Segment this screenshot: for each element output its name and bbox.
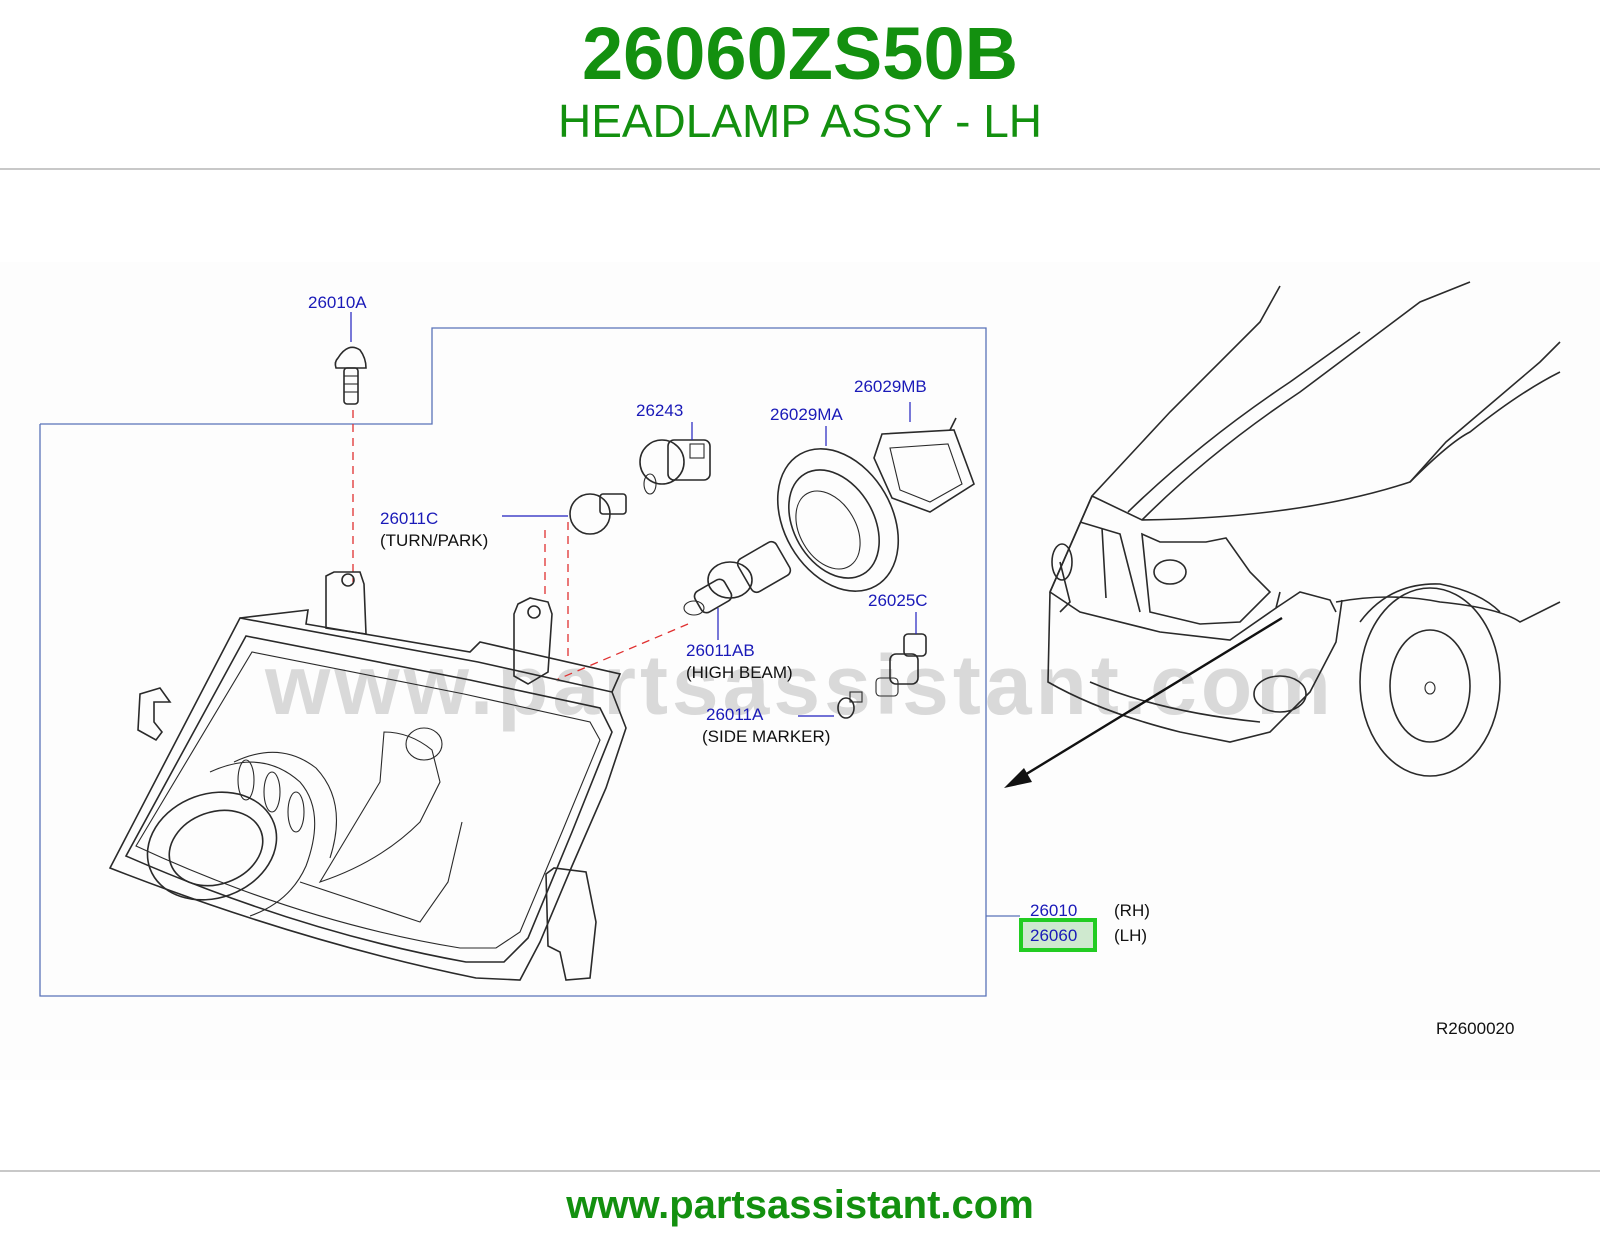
part-number-title: 26060ZS50B	[581, 12, 1019, 95]
headlamp-housing[interactable]	[108, 571, 627, 981]
high-beam-bulb-part[interactable]	[683, 540, 793, 616]
callout-26010a[interactable]: 26010A	[308, 293, 367, 312]
callout-26011a[interactable]: 26011A	[706, 705, 764, 724]
note-lh: (LH)	[1114, 926, 1147, 945]
cap-mb-part[interactable]	[873, 417, 975, 513]
part-description: HEADLAMP ASSY - LH	[557, 95, 1043, 147]
callout-26011ab[interactable]: 26011AB	[686, 641, 755, 660]
socket-part[interactable]	[639, 439, 711, 495]
parts-diagram: www.partsassistant.com	[0, 262, 1600, 1080]
side-socket-part[interactable]	[875, 633, 927, 697]
highlight-box	[1019, 918, 1097, 952]
note-turn-park: (TURN/PARK)	[380, 531, 488, 550]
note-high-beam: (HIGH BEAM)	[686, 663, 793, 682]
reference-code: R2600020	[1436, 1019, 1514, 1038]
callout-26060-lh[interactable]: 26060	[1030, 926, 1077, 945]
callout-26243[interactable]: 26243	[636, 401, 683, 420]
turn-bulb-part[interactable]	[569, 493, 627, 535]
note-rh: (RH)	[1114, 901, 1150, 920]
footer-divider	[0, 1170, 1600, 1172]
header: 26060ZS50B HEADLAMP ASSY - LH	[0, 0, 1600, 168]
cap-ma-part[interactable]	[753, 427, 923, 613]
callout-26029mb[interactable]: 26029MB	[854, 377, 927, 396]
callout-26025c[interactable]: 26025C	[868, 591, 928, 610]
callout-26010-rh[interactable]: 26010	[1030, 901, 1077, 920]
arrow-head	[1004, 768, 1032, 788]
high-beam-dash-line	[555, 623, 689, 681]
callout-26029ma[interactable]: 26029MA	[770, 405, 843, 424]
side-bulb-part[interactable]	[837, 691, 863, 719]
assembly-frame	[39, 327, 987, 997]
callout-26011c[interactable]: 26011C	[380, 509, 438, 528]
footer-url-link[interactable]: www.partsassistant.com	[566, 1183, 1034, 1227]
vehicle-illustration	[1047, 281, 1561, 777]
watermark-text: www.partsassistant.com	[264, 638, 1335, 732]
screw-part[interactable]	[334, 346, 367, 405]
parts-diagram-svg: www.partsassistant.com	[39, 281, 1561, 1038]
note-side-marker: (SIDE MARKER)	[702, 727, 830, 746]
header-divider	[0, 168, 1600, 170]
pointer-arrow	[1009, 616, 1283, 786]
